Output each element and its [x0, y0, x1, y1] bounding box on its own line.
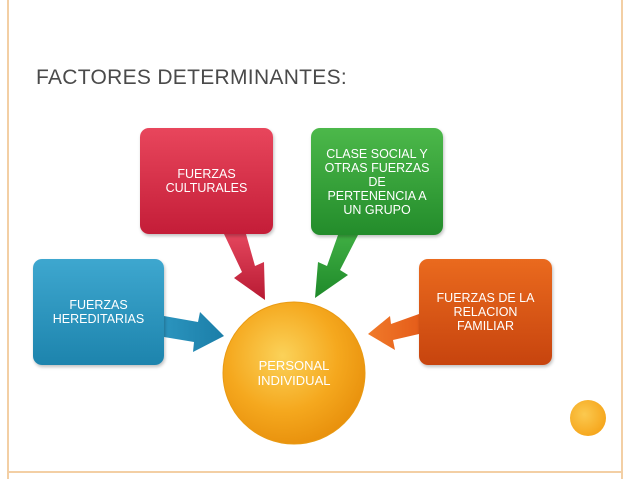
frame-line-right — [621, 0, 623, 479]
arrow-social — [315, 235, 358, 298]
decorative-dot — [570, 400, 606, 436]
node-fuerzas-culturales: FUERZAS CULTURALES — [140, 128, 273, 234]
frame-line-left — [7, 0, 9, 479]
frame-line-bottom — [7, 471, 623, 473]
center-circle — [222, 301, 366, 445]
slide-title: FACTORES DETERMINANTES: — [36, 66, 348, 89]
node-fuerzas-hereditarias: FUERZAS HEREDITARIAS — [33, 259, 164, 365]
node-relacion-familiar: FUERZAS DE LA RELACION FAMILIAR — [419, 259, 552, 365]
arrow-familiar — [368, 314, 419, 350]
arrow-culturales — [224, 234, 265, 300]
arrow-hereditarias — [164, 312, 224, 352]
node-clase-social: CLASE SOCIAL Y OTRAS FUERZAS DE PERTENEN… — [311, 128, 443, 235]
center-node-label: PERSONAL INDIVIDUAL — [257, 358, 331, 388]
